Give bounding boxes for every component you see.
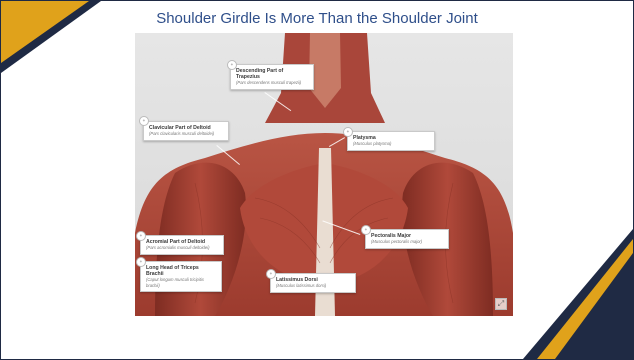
anatomy-figure: Descending Part of Trapezius (Pars desce… <box>135 33 513 316</box>
label-acromial-deltoid[interactable]: Acromial Part of Deltoid (Pars acromiali… <box>140 235 224 255</box>
label-pin[interactable]: + <box>227 60 237 70</box>
label-pin[interactable]: + <box>136 231 146 241</box>
label-pin[interactable]: + <box>139 116 149 126</box>
label-pectoralis-major[interactable]: Pectoralis Major (Musculus pectoralis ma… <box>365 229 449 249</box>
label-pin[interactable]: + <box>266 269 276 279</box>
label-pin[interactable]: + <box>361 225 371 235</box>
label-platysma[interactable]: Platysma (Musculus platysma) <box>347 131 435 151</box>
label-descending-trapezius[interactable]: Descending Part of Trapezius (Pars desce… <box>230 64 314 90</box>
label-long-head-triceps[interactable]: Long Head of Triceps Brachii (Caput long… <box>140 261 222 292</box>
slide-title: Shoulder Girdle Is More Than the Shoulde… <box>1 10 633 27</box>
label-clavicular-deltoid[interactable]: Clavicular Part of Deltoid (Pars clavicu… <box>143 121 229 141</box>
label-pin[interactable]: + <box>343 127 353 137</box>
label-pin[interactable]: + <box>136 257 146 267</box>
label-latissimus-dorsi[interactable]: Latissimus Dorsi (Musculus latissimus do… <box>270 273 356 293</box>
expand-icon[interactable]: ⤢ <box>495 298 507 310</box>
corner-decoration-bottom-right <box>523 229 633 359</box>
